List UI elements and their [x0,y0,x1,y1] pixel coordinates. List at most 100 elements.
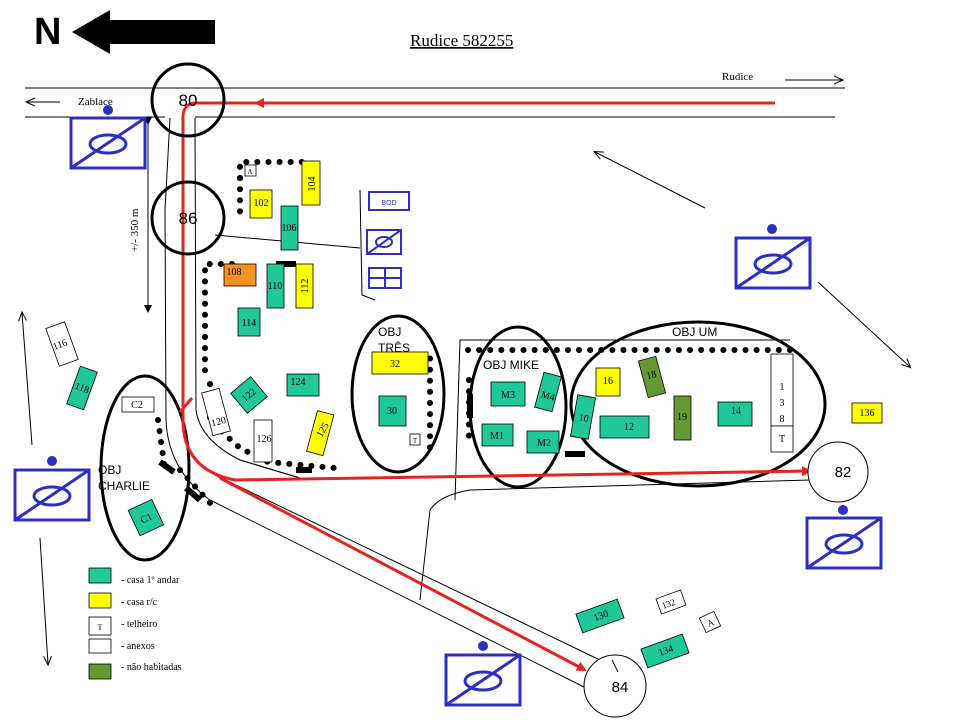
building-132: 132 [655,589,687,615]
obj-charlie-boundary [99,374,191,562]
svg-text:114: 114 [242,318,257,329]
building-32: 32 [371,351,429,375]
building-T-tres: T [409,433,421,446]
building-14: 14 [717,401,753,427]
legend-item-casa-rc: - casa r/c [88,592,158,609]
building-A-east: A [698,610,722,634]
svg-text:- telheiro: - telheiro [121,619,157,630]
building-104: 104 [301,160,321,206]
route-main [181,101,812,482]
building-16: 16 [595,367,621,397]
svg-text:M4: M4 [540,389,556,403]
checkpoint-84: 84 [583,654,647,718]
svg-text:134: 134 [657,643,675,658]
movement-arrows [22,152,910,664]
north-arrow: N [34,10,215,54]
distance-label: +/- 350 m [129,208,141,252]
svg-text:A: A [705,617,716,629]
obj-charlie-label-1: OBJ [98,463,121,477]
svg-text:108: 108 [227,267,242,278]
building-102: 102 [249,189,273,219]
svg-text:- não habitadas: - não habitadas [121,662,182,673]
svg-text:1: 1 [780,382,785,393]
svg-text:86: 86 [179,209,198,228]
svg-text:8: 8 [780,414,785,425]
svg-text:M3: M3 [501,390,515,401]
buildings-nao-habitadas: 18 19 [637,355,692,441]
buildings-anexos: 116 C2 120 126 1 3 8 T 132 A A T [45,164,794,634]
buildings-casa-rc: 102 104 112 125 32 16 136 [249,160,883,457]
road-label-west: Zablace [78,96,113,108]
building-126: 126 [253,419,273,463]
svg-text:30: 30 [387,406,397,417]
svg-text:104: 104 [307,177,318,192]
road-label-east: Rudice [722,71,753,83]
distance-dimension: +/- 350 m [129,117,152,313]
svg-text:102: 102 [254,198,269,209]
legend-item-telheiro: T - telheiro [88,616,157,636]
svg-text:82: 82 [835,464,852,481]
route-branch-south [219,476,587,672]
unit-symbol-e [805,505,883,570]
svg-text:C2: C2 [131,400,143,411]
building-134: 134 [640,633,690,669]
svg-text:136: 136 [860,408,875,419]
main-road [25,80,845,118]
checkpoint-82: 82 [807,441,869,503]
building-30: 30 [378,395,407,427]
svg-text:16: 16 [603,376,613,387]
north-label: N [34,11,61,53]
svg-text:T: T [779,434,785,445]
building-18: 18 [637,355,667,399]
obj-mike-label: OBJ MIKE [483,358,539,372]
building-M1: M1 [481,423,514,447]
building-19: 19 [673,395,692,441]
unit-symbol-nw [69,105,147,170]
svg-text:132: 132 [660,597,676,611]
obj-tres-boundary [350,314,446,474]
building-A-north: A [244,164,257,177]
svg-text:18: 18 [645,369,658,382]
building-C2: C2 [121,396,155,413]
svg-text:112: 112 [300,279,311,294]
unit-symbol-ne [734,224,812,290]
unit-symbol-s [444,641,522,707]
svg-text:110: 110 [268,281,283,292]
legend-item-nao-habitadas: - não habitadas [88,662,182,680]
svg-text:- casa 1º andar: - casa 1º andar [121,575,180,586]
obj-mike-boundary [468,325,568,489]
obj-um-boundary [569,320,827,488]
building-M3: M3 [490,381,526,407]
medical-symbol [368,267,402,289]
svg-text:M2: M2 [537,438,551,449]
building-112: 112 [295,263,314,309]
building-108: 108 [223,263,257,287]
svg-text:3: 3 [780,398,785,409]
building-124: 124 [286,373,320,397]
svg-text:124: 124 [291,377,306,388]
building-12: 12 [599,415,650,439]
building-138: 1 3 8 [770,353,794,427]
building-116: 116 [45,321,79,367]
svg-text:116: 116 [52,337,70,352]
obj-tres-label-2: TRÊS [378,340,410,355]
obj-charlie-label-2: CHARLIE [98,479,150,493]
svg-text:19: 19 [677,412,687,423]
route-branch-west [178,397,194,413]
building-M4: M4 [534,371,562,413]
bod-symbol: BOD [368,191,410,211]
building-M2: M2 [526,430,560,454]
unit-symbol-w [13,456,91,522]
svg-text:106: 106 [282,223,297,234]
svg-text:C1: C1 [139,511,154,526]
svg-text:10: 10 [578,412,590,425]
svg-text:- anexos: - anexos [121,641,155,652]
building-130: 130 [575,598,625,634]
svg-text:T: T [413,437,418,445]
obj-um-label: OBJ UM [672,325,717,339]
building-136: 136 [851,402,883,424]
svg-text:T: T [98,623,103,632]
svg-text:130: 130 [592,608,610,623]
building-118: 118 [66,365,98,411]
